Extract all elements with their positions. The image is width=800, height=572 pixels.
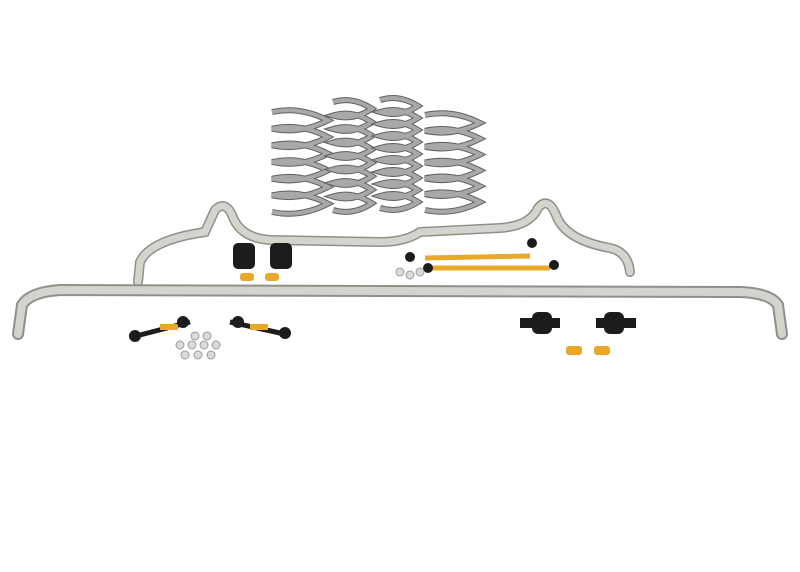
front-sway-bar — [133, 198, 635, 287]
washer — [202, 331, 212, 341]
coil-spring — [326, 98, 376, 214]
washer — [415, 267, 425, 277]
coil-spring — [373, 96, 422, 212]
washer — [180, 350, 190, 360]
washer — [190, 331, 200, 341]
front-bushings — [233, 243, 292, 281]
washer — [175, 340, 185, 350]
rear-end-links — [129, 316, 291, 342]
rear-bushings — [520, 312, 636, 355]
washer — [395, 267, 405, 277]
washer — [193, 350, 203, 360]
washer — [211, 340, 221, 350]
washer — [405, 270, 415, 280]
rear-sway-bar — [12, 283, 788, 340]
washer — [187, 340, 197, 350]
washer — [199, 340, 209, 350]
front-end-links — [405, 238, 559, 273]
washers-and-nuts — [175, 267, 425, 360]
washer — [206, 350, 216, 360]
coil-spring — [271, 108, 333, 216]
coil-spring — [424, 111, 485, 214]
coil-springs — [271, 95, 487, 217]
